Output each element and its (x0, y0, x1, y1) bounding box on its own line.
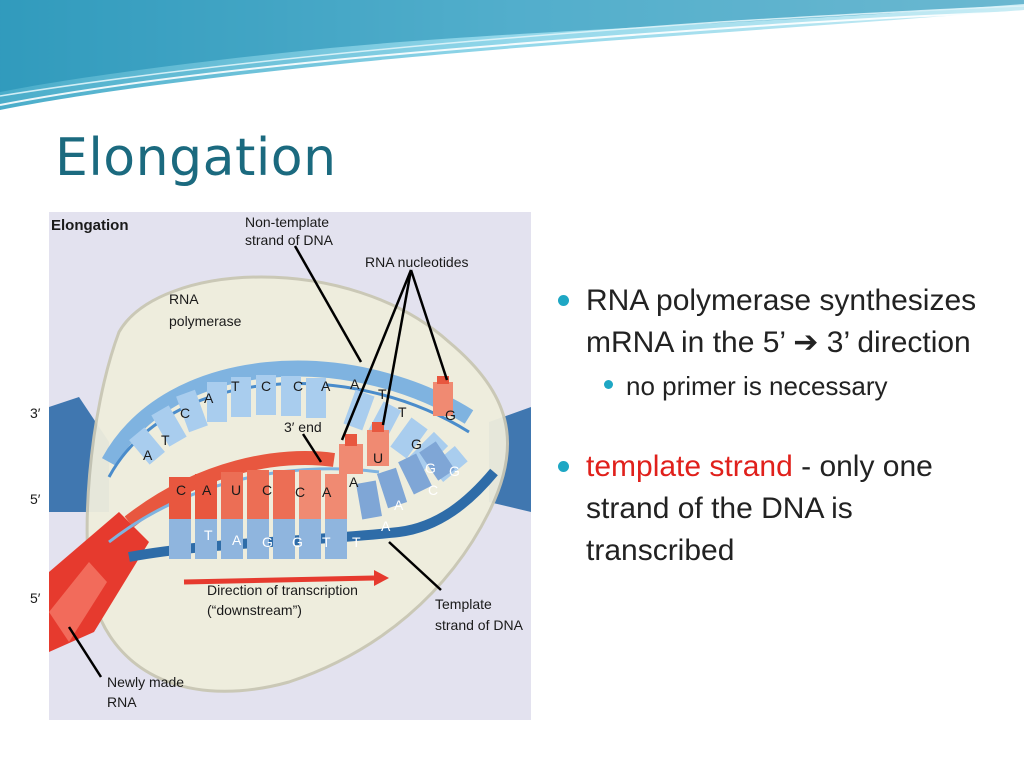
base-top-4: T (231, 378, 240, 394)
label-direction-line2: (“downstream”) (207, 602, 302, 618)
bullet-dot-icon (558, 461, 569, 472)
bullet-text: RNA polymerase synthesizes mRNA in the 5… (586, 284, 977, 359)
label-5-prime-lower: 5′ (30, 590, 41, 606)
base-top-9: T (378, 386, 387, 402)
base-top-8: A (350, 376, 360, 392)
bullet-highlight: template strand (586, 450, 793, 483)
rna-backbone (124, 451, 336, 528)
direction-arrow (183, 575, 375, 585)
base-rna-6: A (349, 474, 359, 490)
label-non-template-line2: strand of DNA (245, 232, 334, 248)
label-newly-made-line2: RNA (107, 694, 137, 710)
base-top-1: T (161, 432, 170, 448)
free-nucleotide-g: G (445, 407, 456, 423)
base-letters: A T C A T C C A A T T G G G C A U C C A … (143, 376, 460, 550)
label-template-line2: strand of DNA (435, 617, 524, 633)
bullet-dot-icon (604, 380, 613, 389)
label-template-line1: Template (435, 596, 492, 612)
bullet-text: - only one strand of the DNA is transcri… (586, 450, 933, 567)
base-top-6: C (293, 378, 303, 394)
slide-title: Elongation (55, 128, 337, 188)
base-rna-3: C (262, 482, 272, 498)
sub-bullet-item: no primer is necessary (556, 368, 996, 404)
transcription-elongation-diagram: Elongation (49, 212, 531, 720)
base-top-3: A (204, 390, 214, 406)
base-top-5: C (261, 378, 271, 394)
base-rna-4: C (295, 484, 305, 500)
label-rna-polymerase-line1: RNA (169, 291, 199, 307)
base-bottom-5: T (352, 534, 361, 550)
base-bottom-2: G (262, 534, 273, 550)
base-rna-1: A (202, 482, 212, 498)
bullet-item: RNA polymerase synthesizes mRNA in the 5… (556, 280, 996, 364)
template-strand-backbone (128, 468, 498, 562)
direction-arrowhead (374, 570, 389, 586)
label-non-template-line1: Non-template (245, 214, 329, 230)
bullet-list: RNA polymerase synthesizes mRNA in the 5… (556, 280, 996, 572)
base-bottom-0: T (204, 527, 213, 543)
base-top-2: C (180, 405, 190, 421)
figure-title: Elongation (51, 217, 129, 234)
free-nucleotide-u: U (373, 450, 383, 466)
label-3-prime-left: 3′ (30, 405, 41, 421)
label-5-prime-left: 5′ (30, 491, 41, 507)
base-bottom-6: A (381, 518, 391, 534)
base-rna-2: U (231, 482, 241, 498)
base-bottom-3: G (292, 534, 303, 550)
bullet-item: template strand - only one strand of the… (556, 446, 996, 572)
base-bottom-9: C (428, 482, 438, 498)
label-3-prime-end: 3′ end (284, 419, 322, 435)
free-rna-nucleotides (339, 376, 453, 474)
leader-lines (67, 245, 449, 678)
base-bottom-1: A (232, 532, 242, 548)
header-wave-decoration (0, 0, 1024, 110)
label-rna-polymerase-line2: polymerase (169, 313, 242, 329)
base-top-10: T (398, 404, 407, 420)
base-bottom-4: T (322, 534, 331, 550)
base-bottom-7: A (394, 497, 404, 513)
template-right-base-blocks (356, 441, 455, 520)
sub-bullet-text: no primer is necessary (626, 371, 888, 401)
base-top-12: G (425, 460, 436, 476)
base-rna-5: A (322, 484, 332, 500)
bullet-dot-icon (558, 295, 569, 306)
base-top-0: A (143, 447, 153, 463)
label-newly-made-line1: Newly made (107, 674, 184, 690)
base-rna-0: C (176, 482, 186, 498)
base-top-7: A (321, 378, 331, 394)
base-top-13: G (449, 463, 460, 479)
label-direction-line1: Direction of transcription (207, 582, 358, 598)
rna-template-base-pairs (169, 470, 347, 559)
base-top-11: G (411, 436, 422, 452)
label-rna-nucleotides: RNA nucleotides (365, 254, 469, 270)
non-template-strand-arc (101, 360, 474, 466)
